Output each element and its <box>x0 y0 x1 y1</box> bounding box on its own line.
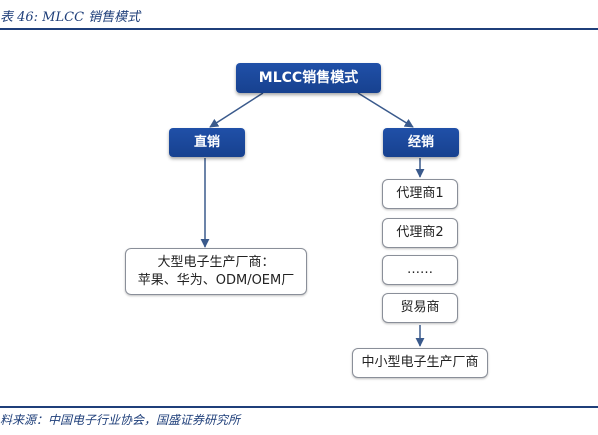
trader-label: 贸易商 <box>400 300 440 315</box>
figure-header: 表 46: MLCC 销售模式 <box>0 0 598 30</box>
distribution-node: 经销 <box>383 128 459 157</box>
agent2-label: 代理商2 <box>396 225 444 240</box>
direct-customer-line2: 苹果、华为、ODM/OEM厂 <box>137 272 295 288</box>
ellipsis-node: …… <box>382 255 458 285</box>
root-node: MLCC销售模式 <box>236 63 381 93</box>
arrow-root-to-direct <box>209 92 264 128</box>
distribution-label: 经销 <box>407 134 434 150</box>
agent2-node: 代理商2 <box>382 218 458 248</box>
root-label: MLCC销售模式 <box>258 70 359 86</box>
direct-sales-node: 直销 <box>169 128 245 157</box>
ellipsis-label: …… <box>407 262 433 277</box>
trader-node: 贸易商 <box>382 293 458 323</box>
figure-caption: 表 46: MLCC 销售模式 <box>0 10 141 25</box>
small-customer-label: 中小型电子生产厂商 <box>361 355 479 370</box>
arrow-root-to-distribution <box>357 92 414 128</box>
direct-sales-label: 直销 <box>193 134 220 150</box>
small-customer-node: 中小型电子生产厂商 <box>352 348 488 378</box>
agent1-label: 代理商1 <box>396 186 444 201</box>
source-note: 料来源：中国电子行业协会，国盛证券研究所 <box>0 413 241 427</box>
agent1-node: 代理商1 <box>382 179 458 209</box>
direct-customer-node: 大型电子生产厂商： 苹果、华为、ODM/OEM厂 <box>125 248 307 295</box>
footer-divider <box>0 406 598 408</box>
direct-customer-line1: 大型电子生产厂商： <box>157 254 275 270</box>
